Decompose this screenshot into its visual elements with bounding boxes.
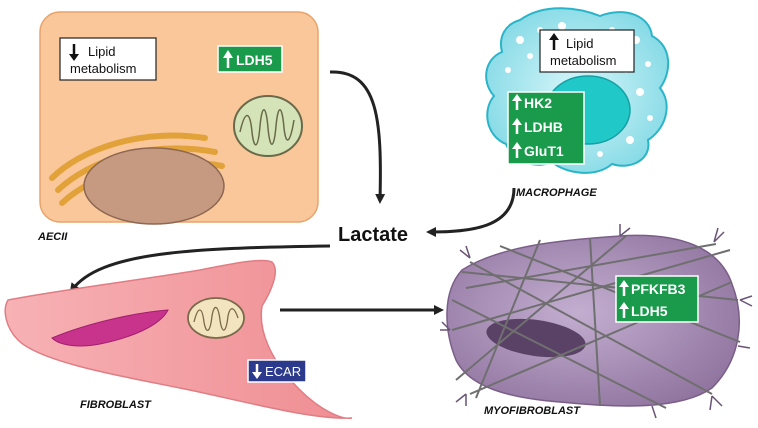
myofibroblast-marker-pfkfb3: PFKFB3 xyxy=(631,281,686,297)
aecii-lipid-box: Lipid metabolism xyxy=(59,37,157,81)
down-arrow-icon xyxy=(69,44,79,61)
fibroblast-cell: ECAR FIBROBLAST xyxy=(4,259,353,419)
pathway-arrows xyxy=(69,70,516,315)
myofibroblast-nucleus xyxy=(486,318,586,358)
macrophage-marker-panel: HK2 LDHB GluT1 xyxy=(507,91,585,165)
lactate-label: Lactate xyxy=(338,224,408,246)
arrow-aecii-to-lactate xyxy=(329,70,386,204)
up-arrow-icon xyxy=(549,33,559,50)
myofibroblast-cell: PFKFB3 LDH5 MYOFIBROBLAST xyxy=(440,224,753,419)
aecii-nucleus xyxy=(83,147,225,225)
up-arrow-icon xyxy=(223,50,233,68)
macrophage-cell: Lipid metabolism HK2 LDHB GluT1 MACROPHA… xyxy=(485,7,670,199)
aecii-lipid-line2: metabolism xyxy=(70,61,136,76)
fibroblast-ecar-tag: ECAR xyxy=(247,359,307,383)
macrophage-marker-ldhb: LDHB xyxy=(524,119,563,135)
fibroblast-marker-ecar: ECAR xyxy=(265,364,301,379)
aecii-ldh5-tag: LDH5 xyxy=(217,45,283,73)
aecii-marker-ldh5: LDH5 xyxy=(236,52,273,68)
myofibroblast-marker-ldh5: LDH5 xyxy=(631,303,668,319)
arrow-lactate-to-fibroblast xyxy=(69,244,331,294)
myofibroblast-caption: MYOFIBROBLAST xyxy=(484,405,581,417)
fibroblast-mitochondrion xyxy=(187,297,245,339)
down-arrow-icon xyxy=(252,364,262,379)
up-arrow-icon xyxy=(512,118,522,134)
myofibroblast-filopodia xyxy=(440,224,753,419)
aecii-lipid-line1: Lipid xyxy=(88,44,115,59)
macrophage-marker-hk2: HK2 xyxy=(524,95,552,111)
up-arrow-icon xyxy=(619,280,629,296)
up-arrow-icon xyxy=(619,302,629,318)
myofibroblast-marker-panel: PFKFB3 LDH5 xyxy=(615,275,699,323)
macrophage-lipid-line1: Lipid xyxy=(566,36,593,51)
macrophage-lipid-box: Lipid metabolism xyxy=(539,29,635,73)
aecii-caption: AECII xyxy=(37,231,68,243)
fibroblast-nucleus xyxy=(51,309,169,347)
aecii-cell: Lipid metabolism LDH5 AECII xyxy=(37,11,319,243)
macrophage-marker-glut1: GluT1 xyxy=(524,143,564,159)
up-arrow-icon xyxy=(512,94,522,110)
up-arrow-icon xyxy=(512,142,522,158)
macrophage-caption: MACROPHAGE xyxy=(516,187,597,199)
fibroblast-caption: FIBROBLAST xyxy=(80,399,152,411)
arrow-macrophage-to-lactate xyxy=(426,187,516,237)
aecii-mitochondrion xyxy=(233,95,303,157)
macrophage-lipid-line2: metabolism xyxy=(550,53,616,68)
